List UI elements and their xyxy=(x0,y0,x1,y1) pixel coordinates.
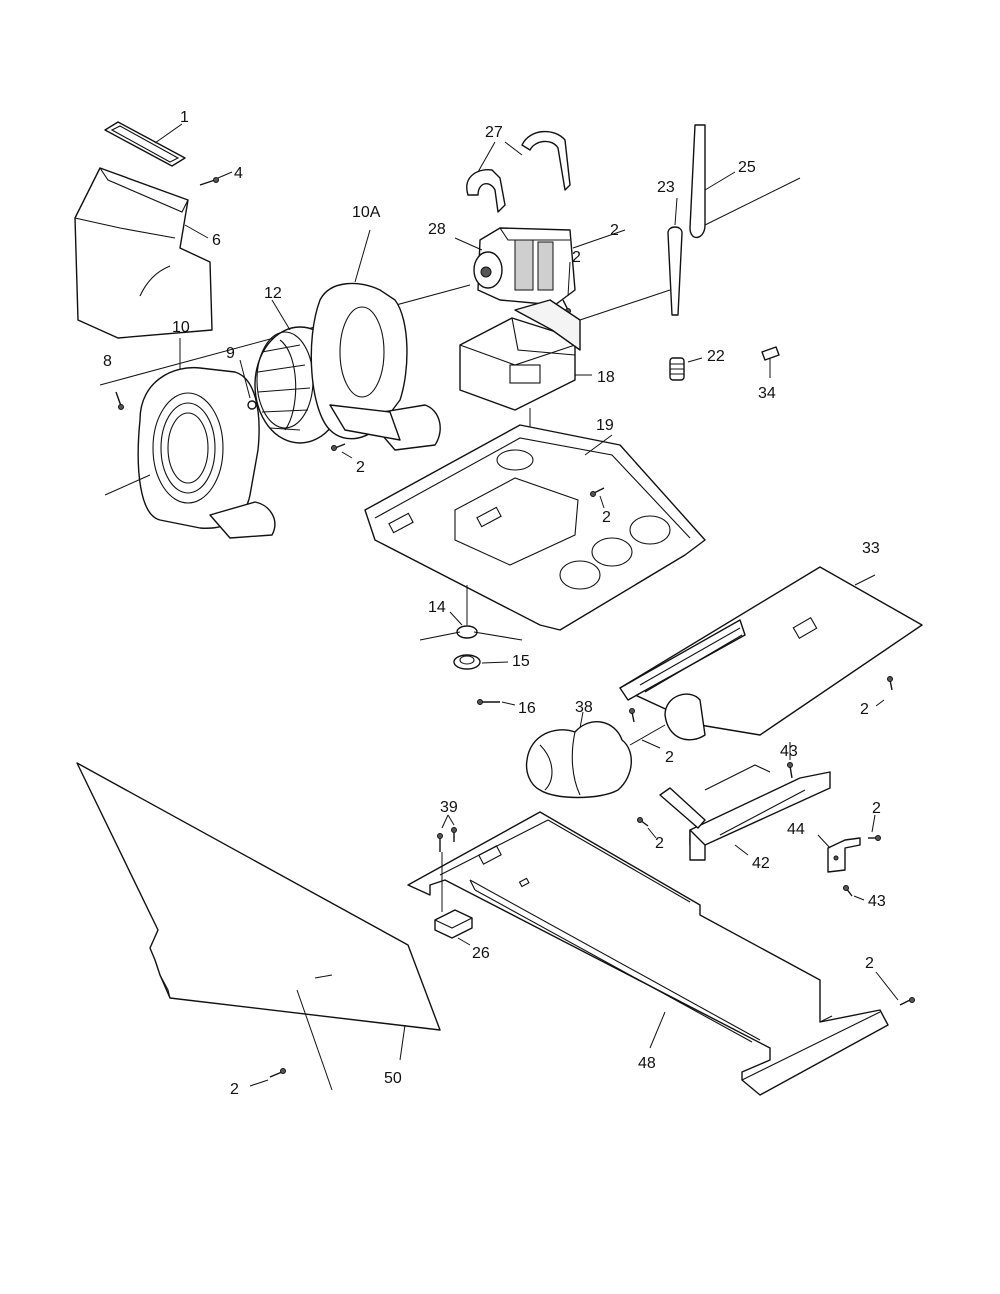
callout-19: 19 xyxy=(596,417,614,434)
part-22-spring xyxy=(669,357,703,381)
callout-2-motor-mid: 2 xyxy=(572,249,581,266)
callout-2-duct-mid: 2 xyxy=(665,749,674,766)
part-44-clip xyxy=(817,834,861,873)
part-2-screw-bracket44 xyxy=(868,814,881,841)
part-2-screw-fan xyxy=(331,443,353,459)
callout-43-top: 43 xyxy=(780,743,798,760)
callout-12: 12 xyxy=(264,285,282,302)
part-2-screw-base xyxy=(590,487,605,509)
callout-10a: 10A xyxy=(352,204,381,221)
callout-2-duct-right: 2 xyxy=(860,701,869,718)
callout-42: 42 xyxy=(752,855,770,872)
part-33-exhaust-duct xyxy=(619,566,923,741)
callout-2-motor-top: 2 xyxy=(610,222,619,239)
part-10-blower-housing xyxy=(104,338,276,539)
part-25-belt-rod xyxy=(689,124,801,239)
part-2-screw-duct-right xyxy=(875,676,893,707)
callout-10: 10 xyxy=(172,319,190,336)
callout-39: 39 xyxy=(440,799,458,816)
part-34-pulley xyxy=(761,346,780,378)
callout-2-rail: 2 xyxy=(865,955,874,972)
callout-8: 8 xyxy=(103,353,112,370)
callout-27: 27 xyxy=(485,124,503,141)
callout-44: 44 xyxy=(787,821,805,838)
part-2-screw-motor xyxy=(562,261,571,314)
callout-28: 28 xyxy=(428,221,446,238)
part-6-lint-duct xyxy=(74,167,213,339)
callout-4: 4 xyxy=(234,165,243,182)
part-23-idler-arm xyxy=(579,197,683,321)
callout-2-base: 2 xyxy=(602,509,611,526)
callout-2-fan: 2 xyxy=(356,459,365,476)
callout-14: 14 xyxy=(428,599,446,616)
part-26-block xyxy=(434,909,473,946)
part-2-screw-panel xyxy=(249,1068,286,1087)
callout-2-panel: 2 xyxy=(230,1081,239,1098)
part-1-screen-strip xyxy=(104,121,186,167)
callout-34: 34 xyxy=(758,385,776,402)
callout-43-bottom: 43 xyxy=(868,893,886,910)
part-15-leveling-foot xyxy=(453,654,509,670)
callout-labels: 1 4 6 8 9 10 10A 12 2 27 28 2 2 23 25 18… xyxy=(103,109,886,1098)
callout-6: 6 xyxy=(212,232,221,249)
part-48-base-frame xyxy=(407,811,889,1096)
callout-25: 25 xyxy=(738,159,756,176)
part-8-screw xyxy=(115,391,124,410)
callout-2-bracket42: 2 xyxy=(655,835,664,852)
callout-38: 38 xyxy=(575,699,593,716)
callout-15: 15 xyxy=(512,653,530,670)
callout-23: 23 xyxy=(657,179,675,196)
part-2-screw-duct-mid xyxy=(629,708,661,749)
part-2-screw-bracket42 xyxy=(637,817,657,839)
callout-9: 9 xyxy=(226,345,235,362)
part-38-transition-duct xyxy=(525,711,666,799)
part-28-motor xyxy=(454,227,626,306)
callout-1: 1 xyxy=(180,109,189,126)
callout-48: 48 xyxy=(638,1055,656,1072)
part-19-base-plate xyxy=(364,424,706,631)
callout-2-bracket44: 2 xyxy=(872,800,881,817)
callout-16: 16 xyxy=(518,700,536,717)
part-27-motor-clamps xyxy=(466,130,571,213)
callout-50: 50 xyxy=(384,1070,402,1087)
part-2-screw-rail xyxy=(875,971,915,1006)
part-18-motor-mount xyxy=(459,299,592,475)
callout-18: 18 xyxy=(597,369,615,386)
callout-33: 33 xyxy=(862,540,880,557)
part-9-clip xyxy=(239,359,257,410)
part-16-screw xyxy=(477,699,516,706)
part-39-screws xyxy=(437,814,457,912)
part-50-rear-panel xyxy=(76,762,441,1091)
callout-22: 22 xyxy=(707,348,725,365)
part-43-screw-bottom xyxy=(843,885,865,901)
part-4-screw xyxy=(199,171,233,186)
part-42-bracket xyxy=(659,764,831,861)
part-10a-rear-housing xyxy=(310,229,441,451)
callout-26: 26 xyxy=(472,945,490,962)
part-14-foot-mount xyxy=(419,585,523,641)
part-43-screw-top xyxy=(787,742,793,779)
